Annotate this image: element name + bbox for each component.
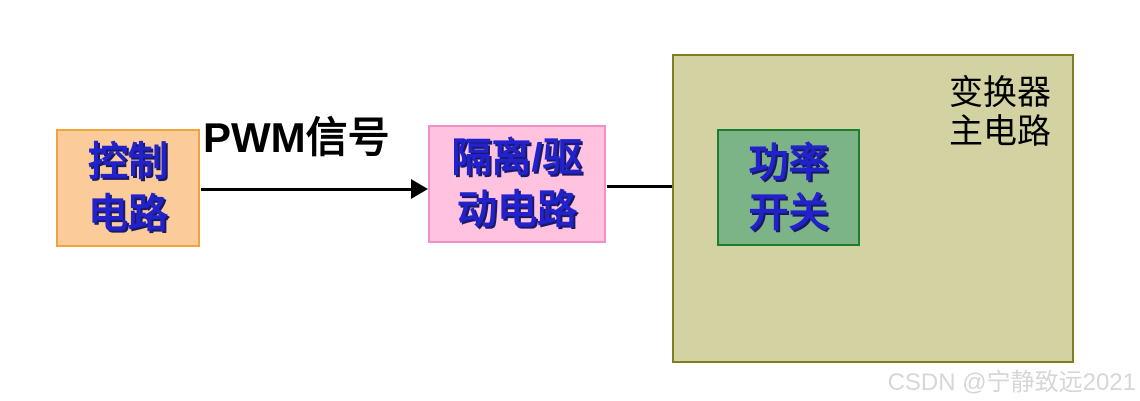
- power-switch-box: 功率 开关: [717, 129, 860, 246]
- control-circuit-box: 控制 电路: [56, 129, 200, 247]
- control-circuit-label-line1: 控制: [88, 140, 168, 184]
- isolation-drive-label-line1: 隔离/驱: [451, 136, 583, 180]
- watermark: CSDN @宁静致远2021: [887, 369, 1136, 396]
- isolation-drive-circuit-box: 隔离/驱 动电路: [428, 125, 606, 243]
- control-circuit-label-line2: 电路: [88, 192, 168, 236]
- converter-label-line1: 变换器: [949, 75, 1051, 112]
- drive-arrow-line: [607, 185, 703, 188]
- isolation-drive-label-line2: 动电路: [457, 188, 577, 232]
- converter-main-circuit-box: 变换器 主电路 功率 开关: [672, 54, 1074, 363]
- converter-main-circuit-label: 变换器 主电路: [942, 74, 1058, 152]
- pwm-arrowhead-icon: [411, 179, 428, 199]
- pwm-signal-label: PWM信号: [203, 114, 390, 161]
- pwm-arrow-line: [201, 188, 413, 191]
- power-switch-label-line1: 功率: [748, 140, 829, 185]
- converter-label-line2: 主电路: [949, 114, 1051, 151]
- power-switch-label-line2: 开关: [748, 190, 829, 235]
